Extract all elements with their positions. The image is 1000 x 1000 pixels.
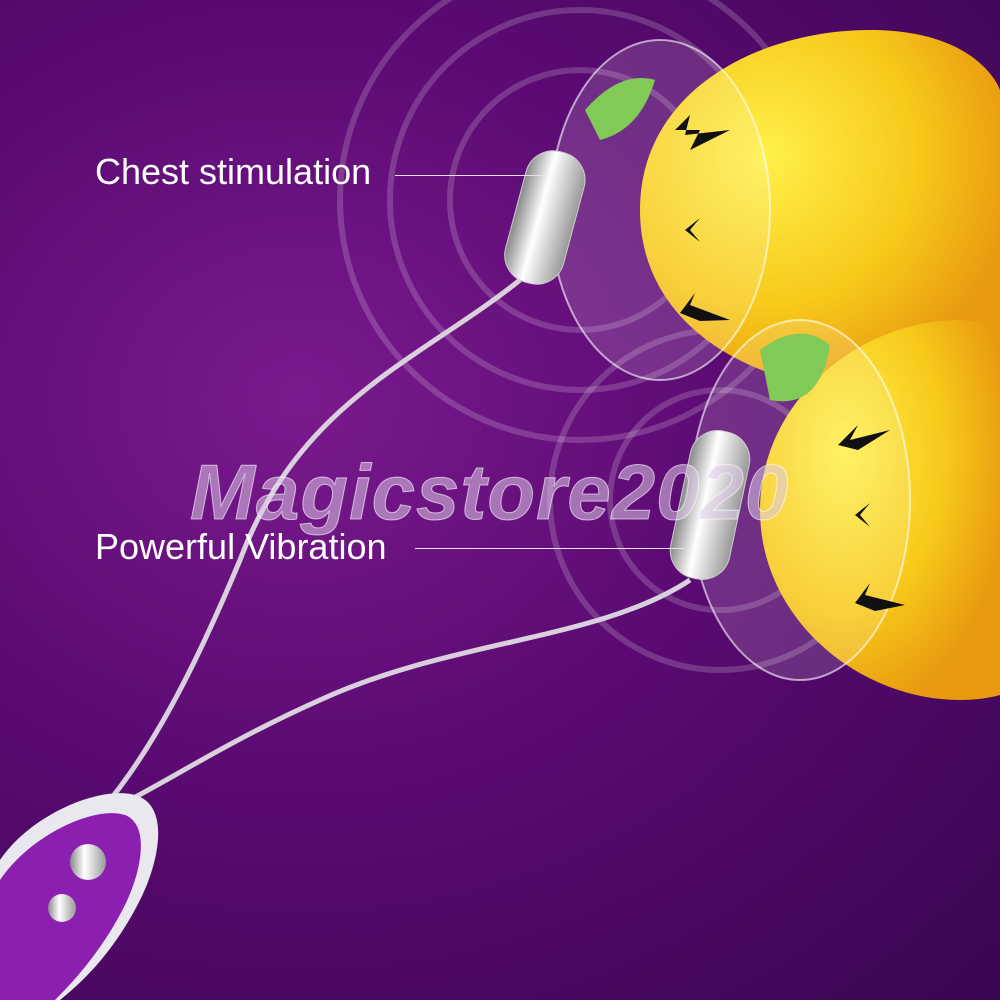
watermark: Magicstore2020 (189, 448, 790, 536)
bullet-vibrator-bottom (669, 430, 751, 580)
remote-control (0, 793, 159, 1000)
lemon-top (549, 30, 1000, 390)
lemon-bottom (689, 319, 1000, 700)
bullet-vibrator-top (504, 150, 586, 285)
vibration-leader-line (415, 548, 685, 549)
cables (108, 278, 692, 808)
mode-button (70, 844, 106, 880)
chest-leader-line (395, 175, 545, 176)
powerful-vibration-label: Powerful Vibration (95, 526, 387, 567)
arrow-icons (675, 115, 910, 611)
chest-stimulation-label: Chest stimulation (95, 151, 372, 192)
power-button (48, 894, 76, 922)
